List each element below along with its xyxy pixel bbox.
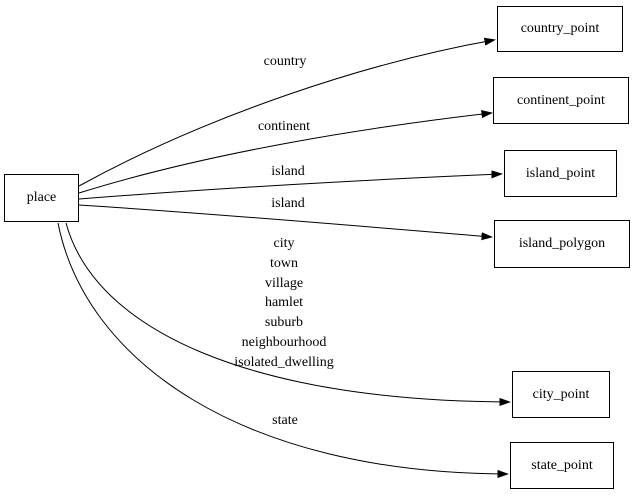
node-label-continent_point: continent_point — [517, 92, 605, 108]
node-city_point: city_point — [512, 371, 610, 418]
edge-label-continent: continent — [257, 119, 311, 134]
edge-place-island_point — [78, 174, 501, 200]
node-state_point: state_point — [510, 442, 614, 489]
edge-place-island_polygon — [78, 204, 491, 237]
node-place: place — [4, 174, 79, 222]
node-country_point: country_point — [497, 6, 623, 52]
edge-place-city_point — [65, 222, 509, 402]
node-label-place: place — [26, 190, 57, 205]
node-continent_point: continent_point — [493, 77, 629, 124]
node-label-country_point: country_point — [520, 21, 600, 36]
edge-label-island-point: island — [271, 164, 305, 179]
edge-label-state: state — [272, 413, 298, 428]
node-label-island_point: island_point — [525, 165, 596, 181]
node-label-island_polygon: island_polygon — [518, 236, 606, 251]
edge-place-continent_point — [78, 113, 491, 194]
edge-label-city-types: city town village hamlet suburb neighbou… — [234, 236, 334, 370]
edge-place-country_point — [78, 40, 494, 187]
node-island_point: island_point — [504, 150, 617, 197]
node-island_polygon: island_polygon — [494, 220, 630, 268]
edge-label-country: country — [263, 54, 307, 69]
edge-label-island-polygon: island — [271, 196, 305, 211]
node-label-city_point: city_point — [532, 386, 590, 402]
edge-place-state_point — [57, 222, 507, 474]
node-label-state_point: state_point — [531, 457, 593, 473]
